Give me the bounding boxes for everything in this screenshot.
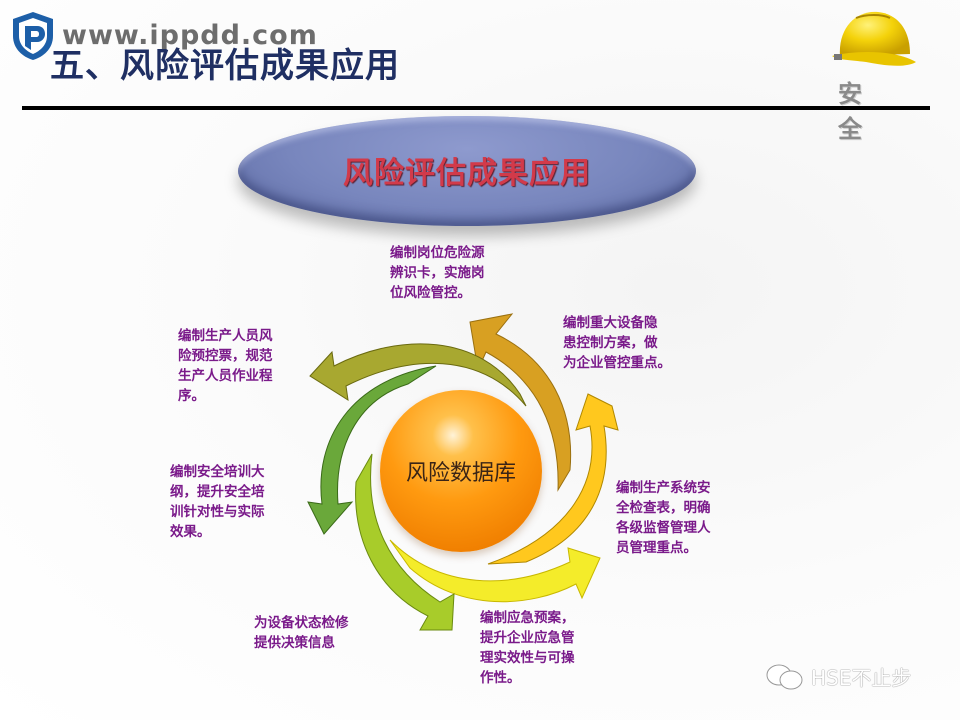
note-top-left: 编制生产人员风 险预控票，规范 生产人员作业程 序。 xyxy=(178,328,273,404)
note-bottom-left: 为设备状态检修 提供决策信息 xyxy=(254,615,349,651)
wechat-icon xyxy=(766,664,803,689)
title-banner xyxy=(238,116,696,226)
shield-logo-icon xyxy=(13,12,53,60)
footer-watermark: HSE不止步 xyxy=(765,662,911,691)
arrow-bottom-left xyxy=(355,453,455,631)
title-divider xyxy=(22,106,930,110)
note-top: 编制岗位危险源 辨识卡，实施岗 位风险管控。 xyxy=(390,245,485,301)
core-label: 风险数据库 xyxy=(405,461,516,486)
note-right: 编制生产系统安 全检查表，明确 各级监督管理人 员管理重点。 xyxy=(616,480,711,556)
note-top-right: 编制重大设备隐 患控制方案，做 为企业管控重点。 xyxy=(563,315,671,371)
note-bottom-right: 编制应急预案， 提升企业应急管 理实效性与可操 作性。 xyxy=(480,610,575,686)
risk-database-core xyxy=(380,390,542,552)
note-left: 编制安全培训大 纲，提升安全培 训针对性与实际 效果。 xyxy=(170,464,265,540)
arrow-right xyxy=(487,393,619,565)
arrow-bottom-right xyxy=(389,539,601,603)
arrow-top-left xyxy=(309,343,527,407)
arrow-left xyxy=(307,365,437,535)
arrow-top-right xyxy=(469,313,572,492)
page-title: 五、风险评估成果应用 xyxy=(50,46,400,86)
cycle-arrows-diagram xyxy=(307,313,619,631)
watermark-url: www.ippdd.com xyxy=(62,20,318,51)
safety-label: 安 全 xyxy=(838,80,884,143)
hard-hat-icon xyxy=(832,11,916,66)
banner-title: 风险评估成果应用 xyxy=(343,156,591,191)
